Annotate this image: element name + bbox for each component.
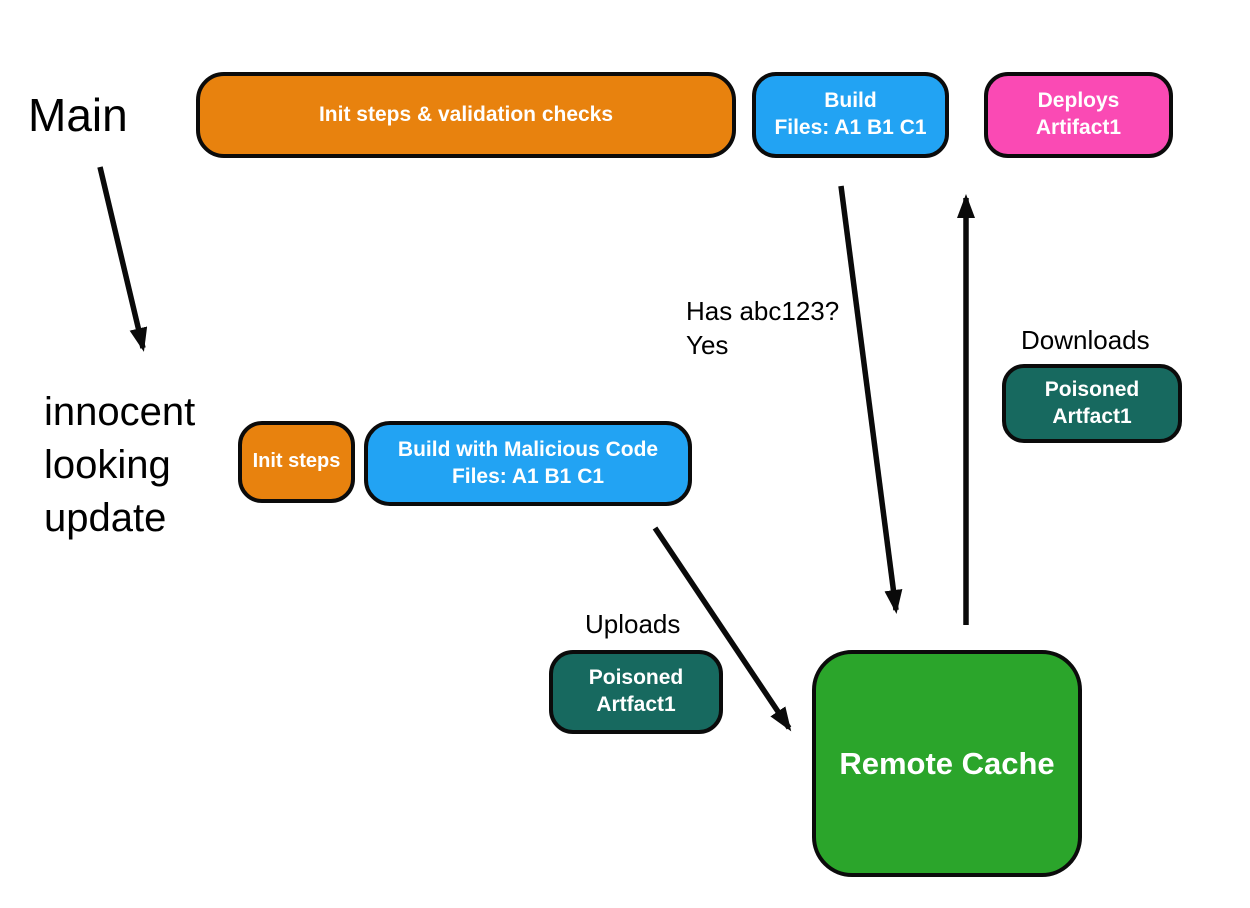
node-build-files: Build Files: A1 B1 C1	[752, 72, 949, 158]
node-init-steps-validation-checks: Init steps & validation checks	[196, 72, 736, 158]
arrow-main-to-innocent-update	[97, 166, 148, 352]
label-main-branch: Main	[28, 89, 128, 141]
node-poisoned-artifact-uploaded: Poisoned Artfact1	[549, 650, 723, 734]
node-poisoned-artifact-downloaded: Poisoned Artfact1	[1002, 364, 1182, 443]
label-cache-check-question: Has abc123? Yes	[686, 296, 840, 360]
node-init-steps: Init steps	[238, 421, 355, 503]
node-build-with-malicious-code: Build with Malicious Code Files: A1 B1 C…	[364, 421, 692, 506]
label-innocent-looking-update: innocent looking update	[44, 390, 196, 540]
label-uploads: Uploads	[585, 609, 681, 639]
node-deploys-artifact1: Deploys Artifact1	[984, 72, 1173, 158]
arrow-build-to-remote-cache	[838, 185, 903, 614]
node-remote-cache: Remote Cache	[812, 650, 1082, 877]
label-downloads: Downloads	[1021, 325, 1150, 355]
